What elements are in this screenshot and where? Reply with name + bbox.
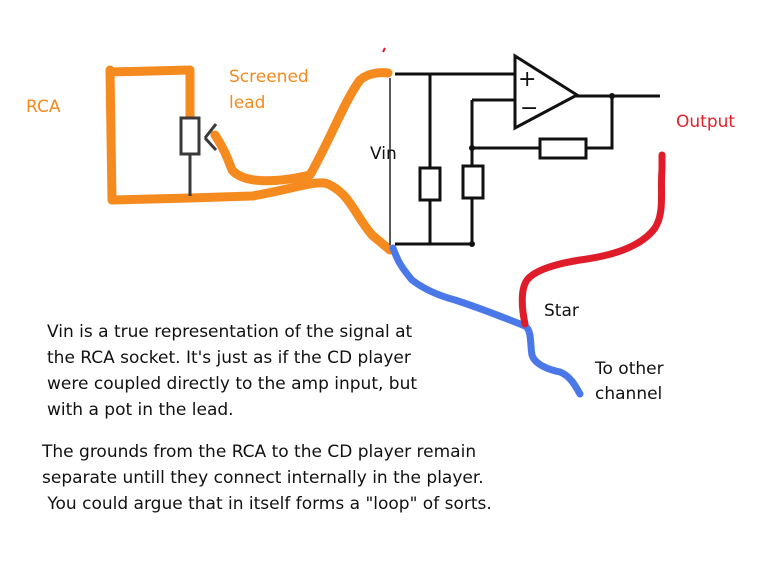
- resistor-right: [461, 164, 485, 200]
- paragraph1-line: the RCA socket. It's just as if the CD p…: [47, 348, 411, 368]
- to-other-channel-line1: To other: [595, 359, 664, 379]
- op-amp-plus: +: [518, 67, 536, 92]
- op-amp-minus: −: [520, 96, 538, 121]
- screened-lead-label-line2: lead: [229, 93, 266, 113]
- output-wire-red: [518, 151, 666, 328]
- amp-circuit: [395, 72, 660, 246]
- resistors: [418, 137, 588, 202]
- screened-lead-label-line1: Screened: [229, 67, 309, 87]
- stray-mark: [382, 47, 386, 53]
- paragraph1-line: with a pot in the lead.: [47, 400, 234, 420]
- star-label: Star: [544, 301, 579, 321]
- paragraph2-line: You could argue that in itself forms a "…: [42, 494, 492, 514]
- potentiometer: [179, 116, 218, 196]
- paragraph1-line: were coupled directly to the amp input, …: [47, 374, 418, 394]
- resistor-left: [418, 166, 442, 202]
- output-label: Output: [676, 112, 736, 132]
- paragraph2-line: The grounds from the RCA to the CD playe…: [42, 442, 477, 462]
- paragraph2-line: separate untill they connect internally …: [42, 468, 484, 488]
- to-other-channel-line2: channel: [595, 384, 663, 404]
- screened-lead-wire: [105, 65, 395, 255]
- op-amp: + −: [513, 53, 580, 131]
- junction-dots: [469, 93, 615, 247]
- rca-label: RCA: [26, 97, 61, 117]
- vin-label: Vin: [370, 144, 397, 164]
- resistor-feedback: [538, 137, 588, 160]
- paragraph1-line: Vin is a true representation of the sign…: [47, 322, 413, 342]
